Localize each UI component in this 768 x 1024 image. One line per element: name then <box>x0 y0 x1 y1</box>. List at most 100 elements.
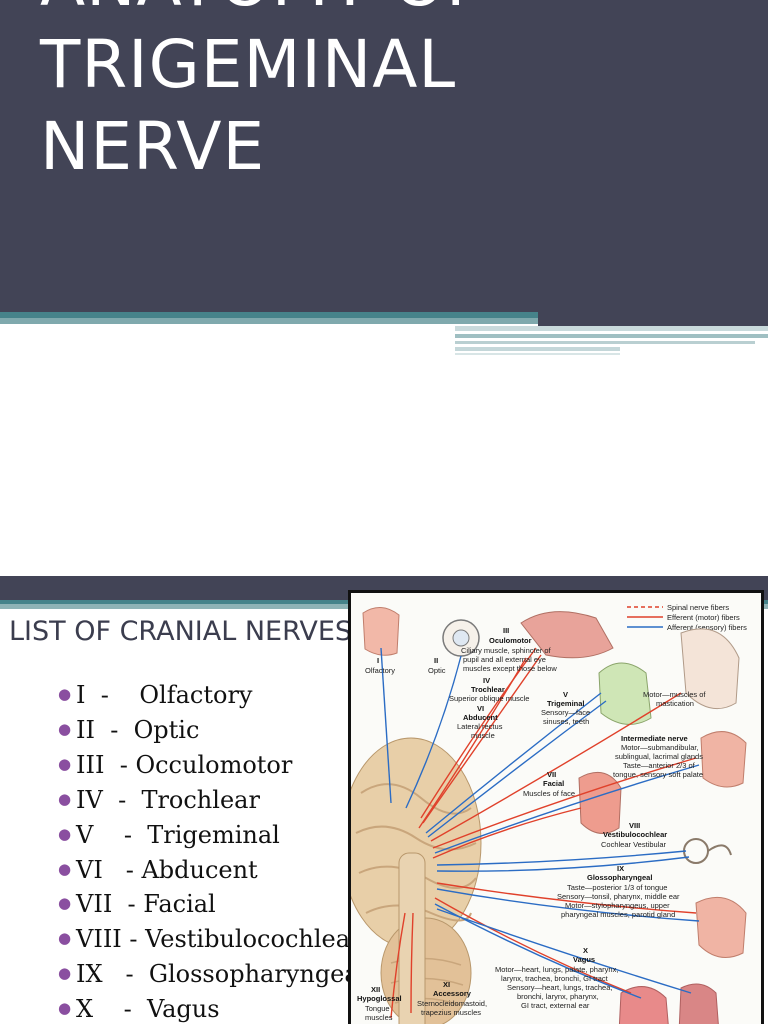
bullet-icon: ● <box>58 964 72 983</box>
label-olfactory-num: I <box>377 656 379 665</box>
label-trochlear-num: IV <box>483 676 490 685</box>
label-vagus: Vagus <box>573 955 595 964</box>
list-item: ●X - Vagus <box>58 992 366 1024</box>
brain-illustration <box>351 737 482 1024</box>
label-vestibulo: Vestibulocochlear <box>603 830 667 839</box>
heart-lungs-sketch <box>618 986 669 1024</box>
list-item: ●VI - Abducent <box>58 853 366 888</box>
bullet-icon: ● <box>58 754 72 773</box>
label-glosso-desc: Motor—stylopharyngeus, upper <box>565 901 670 910</box>
slide-title: ANATOMY OF TRIGEMINAL NERVE <box>40 0 640 188</box>
label-optic-num: II <box>434 656 438 665</box>
title-line: TRIGEMINAL <box>40 26 457 103</box>
label-oculomotor-desc: pupil and all external eye <box>463 655 546 664</box>
label-facial-desc: Muscles of face <box>523 789 575 798</box>
nerve-label: I - Olfactory <box>76 681 253 709</box>
title-line: ANATOMY OF <box>40 0 640 24</box>
title-band <box>0 0 768 312</box>
list-item: ●II - Optic <box>58 713 366 748</box>
label-hypoglossal: Hypoglossal <box>357 994 402 1003</box>
label-accessory-desc: Sternocleidomastoid, <box>417 999 487 1008</box>
nose-sketch <box>362 607 400 656</box>
skull-sketch <box>680 628 740 710</box>
label-intermediate: Intermediate nerve <box>621 734 688 743</box>
label-glosso-desc: pharyngeal muscles, parotid gland <box>561 910 675 919</box>
label-vagus-num: X <box>583 946 588 955</box>
nerve-label: III - Occulomotor <box>76 750 293 779</box>
nerve-label: VII - Facial <box>76 890 216 919</box>
label-oculomotor-num: III <box>503 626 509 635</box>
label-hypoglossal-num: XII <box>371 985 380 994</box>
nerve-label: II - Optic <box>76 715 200 744</box>
title-slide: ANATOMY OF TRIGEMINAL NERVE <box>0 0 768 356</box>
decorative-bars <box>455 326 768 356</box>
inner-ear-sketch <box>683 838 709 864</box>
label-intermediate-desc: tongue, sensory soft palate <box>613 770 703 779</box>
facial-muscles-sketch <box>578 771 622 834</box>
cranial-nerve-list: ●I - Olfactory ●II - Optic ●III - Occulo… <box>58 678 366 1024</box>
bullet-icon: ● <box>58 894 72 913</box>
list-item: ●IV - Trochlear <box>58 783 366 818</box>
label-trochlear-desc: Superior oblique muscle <box>449 694 529 703</box>
label-accessory: Accessory <box>433 989 472 998</box>
label-trochlear: Trochlear <box>471 685 505 694</box>
title-tab-decoration <box>538 312 768 326</box>
bullet-icon: ● <box>58 789 72 808</box>
slide-heading: LIST OF CRANIAL NERVES <box>9 616 353 647</box>
label-abducent-num: VI <box>477 704 484 713</box>
list-item: ●VII - Facial <box>58 887 366 922</box>
cranial-nerves-diagram: Spinal nerve fibers Efferent (motor) fib… <box>348 590 764 1024</box>
bullet-icon: ● <box>58 824 72 843</box>
label-glosso: Glossopharyngeal <box>587 873 652 882</box>
cranial-nerves-slide: LIST OF CRANIAL NERVES ●I - Olfactory ●I… <box>0 576 768 1024</box>
nerve-label: V - Trigeminal <box>76 820 280 849</box>
label-vagus-desc: bronchi, larynx, pharynx, <box>517 992 599 1001</box>
organ-illustrations <box>362 607 747 1024</box>
label-trigeminal-desc: sinuses, teeth <box>543 717 589 726</box>
label-optic: Optic <box>428 666 446 675</box>
label-hypoglossal-desc: Tongue <box>365 1004 390 1013</box>
list-item: ●III - Occulomotor <box>58 748 366 783</box>
label-trigeminal: Trigeminal <box>547 699 585 708</box>
label-accessory-desc: trapezius muscles <box>421 1008 481 1017</box>
label-intermediate-desc: sublingual, lacrimal glands <box>615 752 703 761</box>
label-mastication: Motor—muscles of <box>643 690 706 699</box>
orbit-muscles-sketch <box>520 611 614 659</box>
label-abducent-desc: muscle <box>471 731 495 740</box>
label-glosso-num: IX <box>617 864 624 873</box>
nerve-label: VIII - Vestibulocochlear <box>76 925 362 954</box>
label-vagus-desc: larynx, trachea, bronchi, GI tract <box>501 974 609 983</box>
nerve-label: X - Vagus <box>76 995 220 1024</box>
label-facial: Facial <box>543 779 564 788</box>
label-vagus-desc: Sensory—heart, lungs, trachea, <box>507 983 612 992</box>
label-glosso-desc: Sensory—tonsil, pharynx, middle ear <box>557 892 680 901</box>
label-oculomotor-desc: Ciliary muscle, sphincter of <box>461 646 552 655</box>
legend-efferent: Efferent (motor) fibers <box>667 613 740 622</box>
label-intermediate-desc: Motor—submandibular, <box>621 743 699 752</box>
label-abducent: Abducent <box>463 713 498 722</box>
label-vestibulo-num: VIII <box>629 821 640 830</box>
label-olfactory: Olfactory <box>365 666 395 675</box>
label-intermediate-desc: Taste—anterior 2/3 of <box>623 761 696 770</box>
diagram-illustration: Spinal nerve fibers Efferent (motor) fib… <box>351 603 747 1024</box>
accent-line-light <box>0 318 768 324</box>
diagram-labels: I Olfactory II Optic III Oculomotor Cili… <box>357 626 706 1022</box>
label-trigeminal-desc: Sensory—face <box>541 708 590 717</box>
label-oculomotor-desc: muscles except those below <box>463 664 557 673</box>
nerve-label: VI - Abducent <box>76 855 258 884</box>
nerve-paths <box>380 647 700 1019</box>
list-item: ●I - Olfactory <box>58 678 366 713</box>
pharynx-sketch <box>695 896 747 958</box>
label-oculomotor: Oculomotor <box>489 636 532 645</box>
mouth-sketch <box>700 731 747 788</box>
diagram-legend: Spinal nerve fibers Efferent (motor) fib… <box>627 603 747 632</box>
label-trigeminal-num: V <box>563 690 568 699</box>
bullet-icon: ● <box>58 859 72 878</box>
list-item: ●IX - Glossopharyngeal <box>58 957 366 992</box>
legend-afferent: Afferent (sensory) fibers <box>667 623 747 632</box>
label-hypoglossal-desc: muscles <box>365 1013 393 1022</box>
bullet-icon: ● <box>58 999 72 1018</box>
label-vestibulo-desc: Cochlear Vestibular <box>601 840 667 849</box>
bullet-icon: ● <box>58 929 72 948</box>
legend-spinal: Spinal nerve fibers <box>667 603 729 612</box>
